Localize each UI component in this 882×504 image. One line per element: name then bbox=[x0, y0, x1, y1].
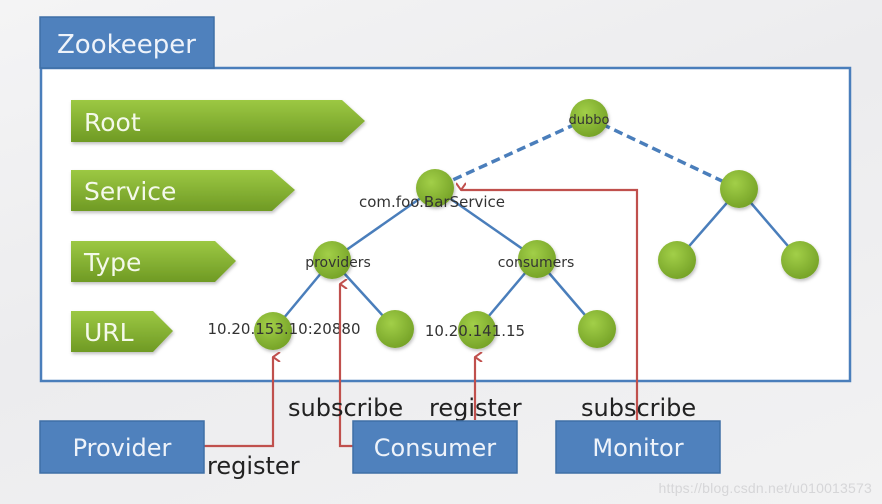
level-service: Service bbox=[71, 170, 295, 211]
tree-nodes bbox=[254, 99, 819, 350]
level-url-arrow bbox=[71, 311, 173, 352]
flow-provider-register bbox=[204, 357, 273, 448]
actor-provider-label: Provider bbox=[73, 434, 172, 462]
node-labels: dubbo com.foo.BarService providers consu… bbox=[208, 113, 610, 340]
level-service-arrow bbox=[71, 170, 295, 211]
flow-consumer-subscribe bbox=[338, 284, 353, 448]
node-url-provider2[interactable] bbox=[376, 310, 414, 348]
actor-consumer-label: Consumer bbox=[374, 434, 497, 462]
level-service-label: Service bbox=[84, 177, 176, 206]
edge-dubbo-service1 bbox=[434, 116, 590, 190]
actor-monitor-label: Monitor bbox=[592, 434, 683, 462]
level-type-label: Type bbox=[83, 248, 141, 277]
actor-provider-box[interactable] bbox=[39, 420, 205, 474]
edge-service1-providers bbox=[331, 186, 436, 262]
node-url-consumer1[interactable] bbox=[458, 311, 496, 349]
flow-label-monitor-subscribe: subscribe bbox=[581, 394, 696, 422]
level-root-arrow bbox=[71, 100, 365, 142]
flow-label-consumer-subscribe: subscribe bbox=[288, 394, 403, 422]
node-service1[interactable] bbox=[416, 169, 454, 207]
node-dubbo[interactable] bbox=[570, 99, 608, 137]
node-providers[interactable] bbox=[313, 241, 351, 279]
level-type: Type bbox=[71, 241, 236, 282]
node-label-service: com.foo.BarService bbox=[359, 193, 505, 211]
flow-label-provider-register: register bbox=[207, 452, 300, 480]
node-consumers[interactable] bbox=[518, 240, 556, 278]
node-service2[interactable] bbox=[720, 170, 758, 208]
actor-consumer[interactable]: Consumer bbox=[352, 420, 518, 474]
level-root: Root bbox=[71, 100, 365, 142]
actor-monitor-box[interactable] bbox=[555, 420, 721, 474]
node-label-consumer-url: 10.20.141.15 bbox=[425, 322, 525, 340]
node-label-dubbo: dubbo bbox=[569, 113, 610, 128]
watermark: https://blog.csdn.net/u010013573 bbox=[658, 480, 872, 496]
node-label-consumers: consumers bbox=[498, 255, 575, 271]
node-url-provider1[interactable] bbox=[254, 312, 292, 350]
zookeeper-tab bbox=[39, 16, 215, 69]
edge-service1-consumers bbox=[434, 186, 538, 261]
level-url-label: URL bbox=[84, 318, 134, 347]
level-url: URL bbox=[71, 311, 173, 352]
node-type4[interactable] bbox=[781, 241, 819, 279]
flow-monitor-subscribe bbox=[461, 190, 639, 420]
actor-monitor[interactable]: Monitor bbox=[555, 420, 721, 474]
node-type3[interactable] bbox=[658, 241, 696, 279]
actor-consumer-box[interactable] bbox=[352, 420, 518, 474]
node-label-providers: providers bbox=[305, 255, 371, 271]
node-label-provider-url: 10.20.153.10:20880 bbox=[208, 320, 361, 338]
zookeeper-title: Zookeeper bbox=[57, 30, 196, 60]
flow-label-consumer-register: register bbox=[429, 394, 522, 422]
node-url-consumer2[interactable] bbox=[578, 310, 616, 348]
flow-lines bbox=[204, 190, 639, 448]
actor-provider[interactable]: Provider bbox=[39, 420, 205, 474]
level-root-label: Root bbox=[84, 108, 141, 137]
level-type-arrow bbox=[71, 241, 236, 282]
